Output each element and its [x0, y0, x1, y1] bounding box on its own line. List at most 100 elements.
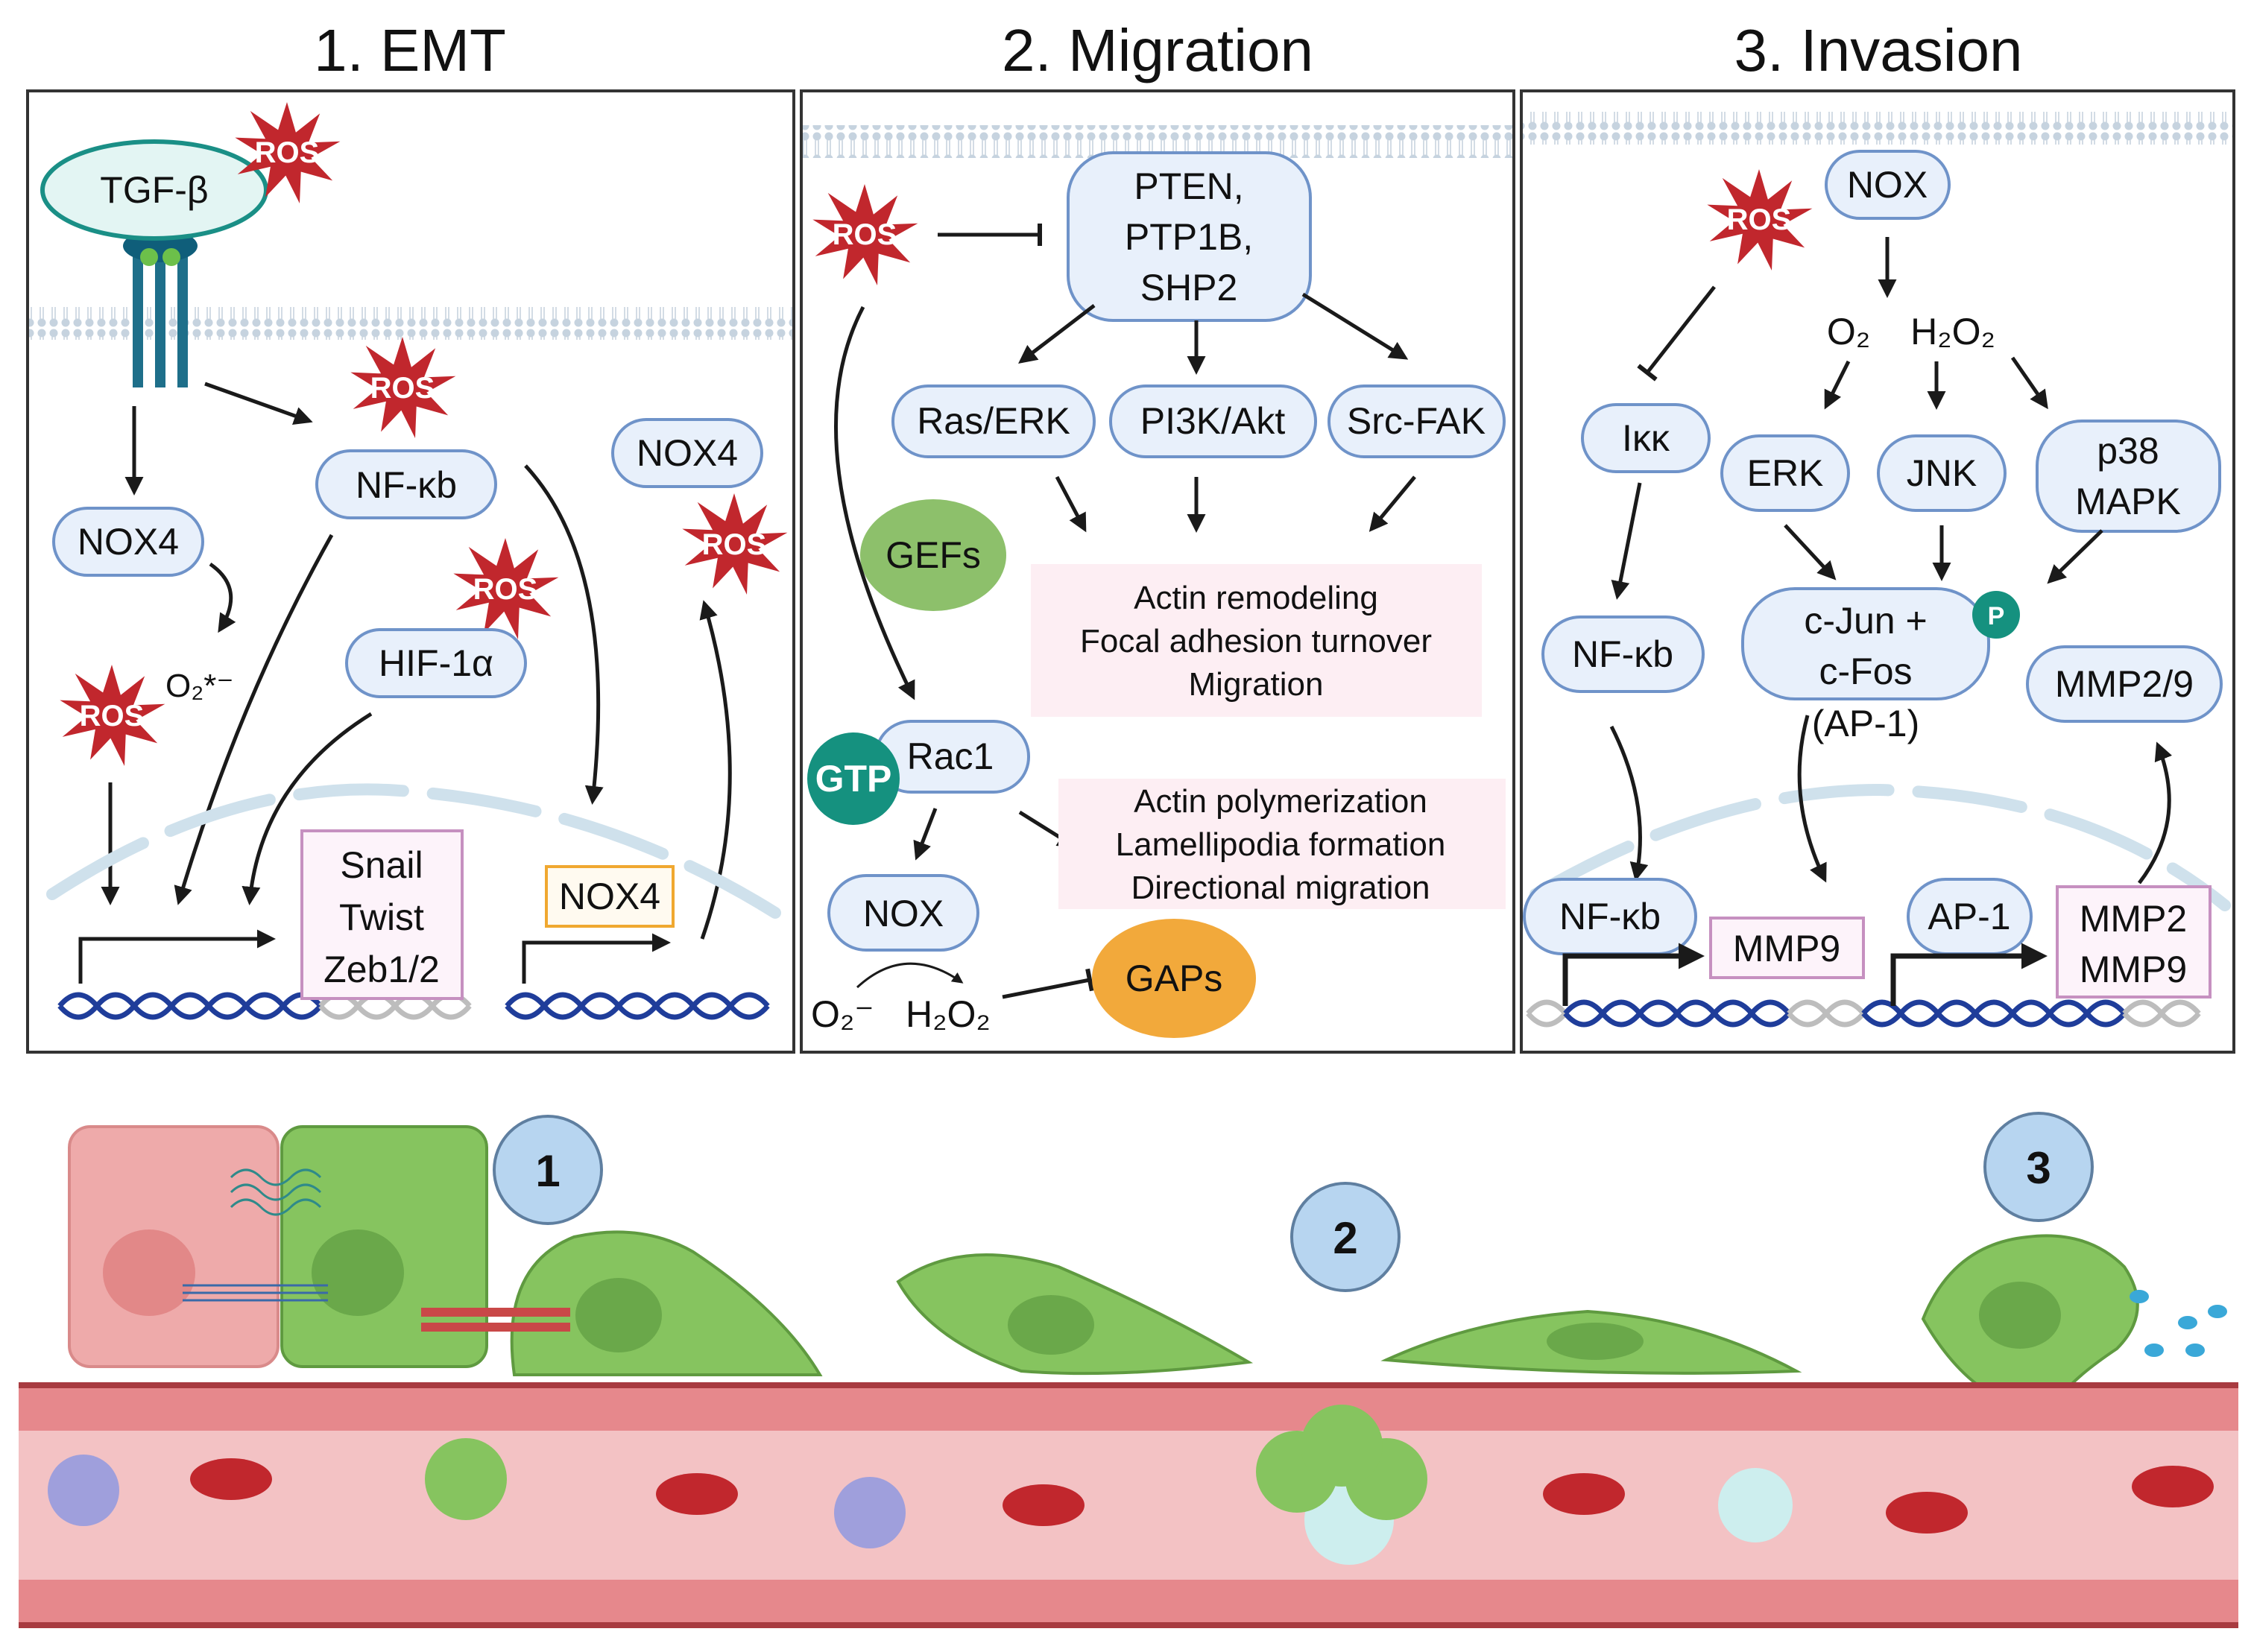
arrow: [1611, 482, 1642, 600]
cfos-label: c-Fos: [1819, 651, 1913, 692]
epithelial-nucleus: [103, 1229, 195, 1316]
hif-label: HIF-1α: [379, 642, 493, 684]
arrow: [242, 712, 373, 905]
arrow: [209, 562, 236, 633]
nox-label: NOX: [863, 893, 944, 934]
vessel-edge: [19, 1622, 2238, 1628]
arrow: [856, 962, 964, 989]
migration-panel-frame: [800, 89, 1515, 1054]
step-3-badge: [1983, 1112, 2094, 1222]
ptp1b-label: PTP1B,: [1125, 216, 1253, 258]
invasion-panel-frame: [1520, 89, 2235, 1054]
emt-panel-frame: [26, 89, 795, 1054]
vessel-edge: [19, 1382, 2238, 1388]
invasion-title: 3. Invasion: [1734, 17, 2023, 83]
outcome-focal-adhesion: Focal adhesion turnover: [1080, 623, 1432, 659]
vessel-wall-top: [19, 1382, 2238, 1431]
arrow: [1797, 715, 1827, 883]
gtp-label: GTP: [815, 758, 892, 800]
emt-title: 1. EMT: [314, 17, 506, 83]
jnk-label: JNK: [1907, 452, 1977, 494]
migration-title: 2. Migration: [1002, 17, 1313, 83]
ros-label: ROS: [255, 136, 320, 169]
arrow: [1055, 475, 1087, 533]
arrow: [524, 464, 604, 805]
mmp9-gene-label: MMP9: [1733, 928, 1840, 969]
nuclear-envelope: [1530, 783, 2231, 911]
gene-zeb: Zeb1/2: [323, 949, 440, 990]
ras-erk-label: Ras/ERK: [917, 400, 1070, 442]
pi3k-akt-label: PI3K/Akt: [1140, 400, 1286, 442]
transitioning-nucleus: [312, 1229, 404, 1316]
nox4-gene-label: NOX4: [559, 876, 660, 917]
nox4-label-right: NOX4: [637, 432, 738, 474]
tgf-receptor-icon: [123, 230, 198, 387]
gefs-blob: [860, 499, 1006, 611]
p38-label: p38: [2097, 430, 2159, 472]
outcome-lamellipodia: Lamellipodia formation: [1116, 826, 1446, 863]
gtp-badge: [807, 732, 900, 825]
arrow: [699, 600, 732, 940]
invasion-membrane: [1523, 112, 2232, 145]
arrow: [1609, 725, 1649, 882]
cjun-cfos-node: [1741, 587, 1990, 700]
o2-label-invasion: O₂: [1827, 311, 1870, 352]
superoxide-label: O₂⁻: [811, 993, 874, 1035]
outcome-box-1: [1031, 564, 1482, 717]
outcome-migration: Migration: [1189, 666, 1324, 703]
src-fak-label: Src-FAK: [1347, 400, 1486, 442]
mmp29-label: MMP2/9: [2055, 663, 2194, 705]
mmp2-mmp9-gene-box: [2056, 885, 2212, 999]
phospho-badge: [1972, 591, 2020, 639]
ikk-label: Iκκ: [1622, 417, 1670, 459]
mesenchymal-nucleus: [575, 1278, 662, 1352]
inhibition-arrow: [1002, 968, 1094, 999]
arrow: [1368, 475, 1416, 532]
gene-snail: Snail: [340, 844, 423, 886]
jnk-node: [1877, 434, 2007, 512]
transcription-arrow: [522, 933, 671, 984]
nox4-node-left: [52, 507, 204, 577]
outcome-directional-migration: Directional migration: [1131, 870, 1430, 906]
adhesion-complex-icon: [421, 1323, 570, 1332]
arrow: [2047, 529, 2103, 584]
erk-label: ERK: [1747, 452, 1824, 494]
ras-erk-node: [891, 384, 1096, 458]
circulating-tumor-cell-icon: [425, 1405, 1427, 1520]
cjun-label: c-Jun +: [1804, 600, 1927, 642]
transcription-arrow: [1562, 943, 1705, 1006]
gaps-blob: [1092, 919, 1256, 1038]
emt-genes-box: [300, 829, 464, 1000]
arrow: [1824, 360, 1851, 410]
mmp2-gene-label: MMP2: [2080, 898, 2187, 940]
arrow: [833, 306, 915, 700]
mapk-label: MAPK: [2075, 481, 2181, 522]
nfkb-node-invasion: [1541, 615, 1705, 693]
nuclear-envelope: [46, 783, 781, 919]
migrating-nucleus: [1008, 1295, 1094, 1355]
nox-node-invasion: [1825, 150, 1951, 220]
migrating-nucleus: [1547, 1323, 1644, 1360]
outcome-box-2: [1058, 779, 1506, 909]
rac1-label: Rac1: [907, 735, 994, 777]
nfkb-dna-label: NF-κb: [1559, 896, 1661, 937]
invading-nucleus: [1979, 1282, 2061, 1349]
ros-label: ROS: [702, 528, 767, 561]
tgf-beta-label: TGF-β: [100, 169, 208, 211]
arrow: [913, 808, 938, 861]
ros-label: ROS: [80, 700, 145, 732]
step-2-badge: [1290, 1182, 1401, 1292]
emt-membrane: [29, 307, 792, 340]
ikk-node: [1581, 403, 1711, 473]
arrow: [1784, 524, 1837, 580]
outcome-actin-remodeling: Actin remodeling: [1134, 580, 1378, 616]
gefs-label: GEFs: [886, 534, 981, 576]
transcription-arrow: [78, 929, 276, 984]
h2o2-label: H₂O₂: [906, 993, 991, 1035]
ros-label: ROS: [473, 573, 538, 606]
ros-label: ROS: [1727, 203, 1792, 236]
arrow: [174, 534, 334, 905]
nfkb-label-invasion: NF-κb: [1572, 633, 1673, 675]
outcome-actin-polymerization: Actin polymerization: [1134, 783, 1427, 820]
